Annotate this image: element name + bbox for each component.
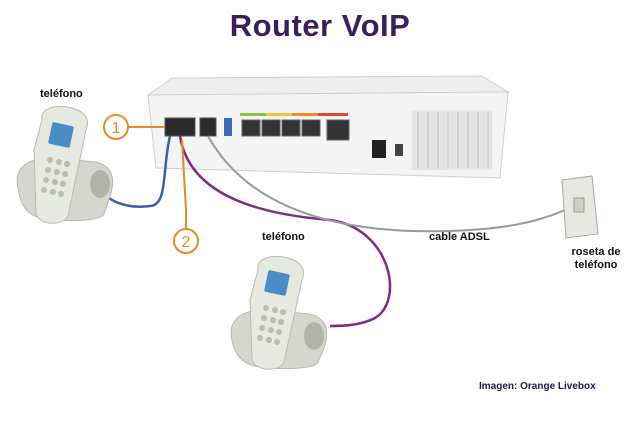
- adsl-cable: [207, 135, 579, 233]
- page-title: Router VoIP: [229, 8, 411, 43]
- marker-2-circle: [173, 228, 199, 254]
- marker-1-label: 1: [112, 120, 121, 137]
- label-phone-bottom: teléfono: [262, 231, 305, 243]
- marker-1-circle: [103, 114, 129, 140]
- purple-phone-cable: [178, 135, 392, 328]
- phone-2: [230, 256, 328, 370]
- label-adsl-cable: cable ADSL: [429, 231, 490, 243]
- usb-port: [224, 118, 232, 136]
- adsl-port: [199, 117, 217, 137]
- phone-jack: [561, 175, 599, 239]
- image-credit: Imagen: Orange Livebox: [479, 381, 596, 392]
- marker-2-label: 2: [182, 234, 191, 251]
- router: [146, 75, 510, 179]
- phone-port-1: [164, 117, 196, 137]
- label-phone-jack: roseta de teléfono: [571, 246, 621, 271]
- label-phone-top: teléfono: [40, 88, 83, 100]
- phone-1: [16, 106, 114, 224]
